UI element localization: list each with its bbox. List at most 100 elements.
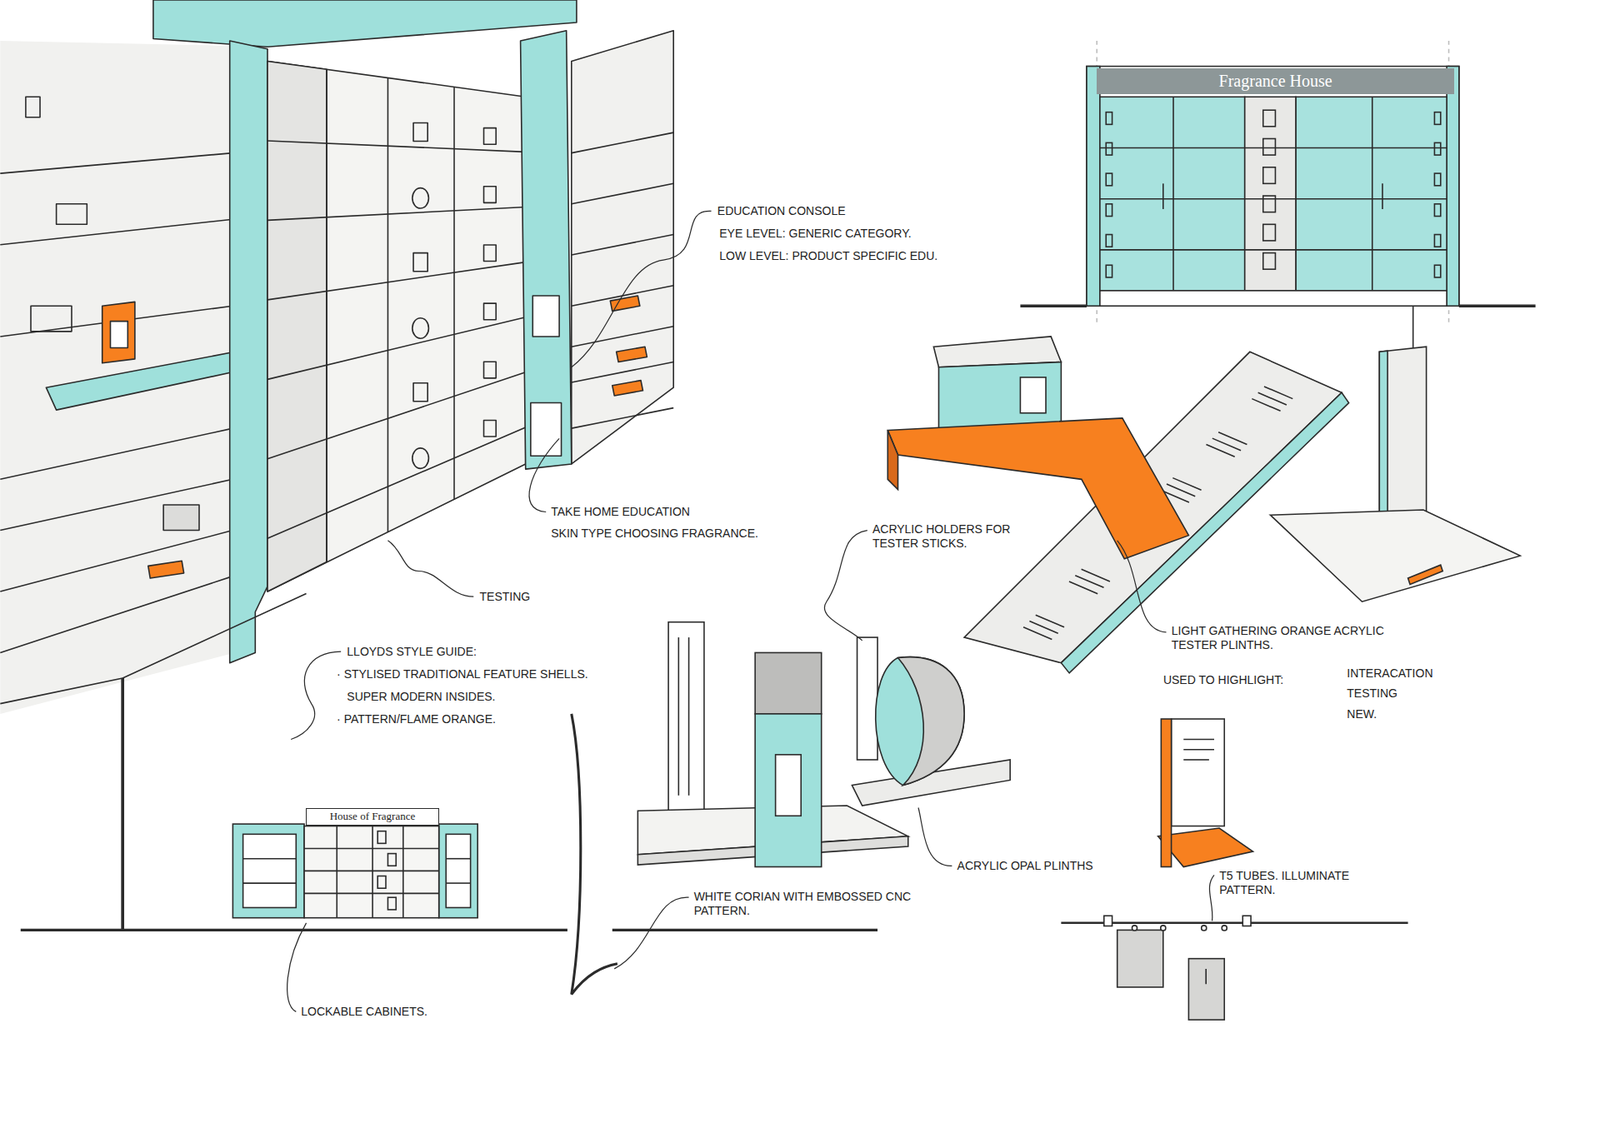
- sketch-rect: [56, 204, 88, 225]
- sketch-path: [614, 897, 689, 970]
- sketch-line: [1100, 198, 1447, 200]
- sketch-polygon: [1379, 350, 1388, 530]
- sketch-line: [0, 428, 233, 480]
- sketch-circle: [1160, 925, 1166, 931]
- sketch-line: [122, 593, 306, 679]
- sketch-line: [120, 678, 125, 930]
- sign-band: House of Fragrance: [305, 808, 439, 826]
- annotation-note: INTERACATION: [1346, 666, 1433, 681]
- sketch-rect: [1100, 96, 1245, 291]
- elevation-top-right: [1020, 40, 1535, 350]
- sketch-path: [571, 714, 618, 995]
- sketch-rect: [1104, 915, 1113, 926]
- sketch-polygon: [148, 560, 185, 579]
- annotation-note: SKIN TYPE CHOOSING FRAGRANCE.: [550, 526, 759, 541]
- sketch-rect: [1020, 377, 1046, 414]
- sketch-line: [1183, 759, 1210, 761]
- sketch-line: [20, 929, 568, 932]
- sketch-line: [243, 858, 297, 860]
- sketch-line: [571, 183, 674, 204]
- sketch-g: [1105, 110, 1441, 278]
- annotation-note: T5 TUBES. ILLUMINATE PATTERN.: [1219, 869, 1383, 898]
- sketch-polygon: [571, 30, 674, 465]
- sketch-line: [0, 576, 233, 654]
- sketch-polygon: [230, 40, 268, 664]
- sketch-rect: [413, 123, 428, 142]
- sketch-polygon: [45, 351, 237, 410]
- sketch-path: [287, 923, 307, 1012]
- sketch-line: [335, 826, 338, 919]
- annotation-note: LLOYDS STYLE GUIDE:: [346, 645, 477, 660]
- sketch-ellipse: [412, 188, 430, 209]
- sign-band: Fragrance House: [1096, 68, 1455, 95]
- sketch-line: [571, 326, 674, 347]
- sketch-rect: [387, 897, 396, 910]
- annotation-note: LOCKABLE CABINETS.: [300, 1005, 428, 1020]
- sketch-rect: [1263, 138, 1276, 155]
- sign-text: House of Fragrance: [330, 810, 416, 824]
- sketch-rect: [1105, 265, 1112, 278]
- leader-lines: [287, 210, 1215, 1012]
- sketch-rect: [1100, 290, 1447, 306]
- sketch-rect: [530, 403, 562, 457]
- sketch-line: [571, 362, 674, 383]
- sketch-line: [1162, 183, 1165, 210]
- sketch-polygon: [1158, 828, 1254, 868]
- sketch-rect: [1242, 915, 1251, 926]
- annotation-note: EYE LEVEL: GENERIC CATEGORY.: [719, 226, 911, 241]
- sketch-path: [918, 808, 952, 867]
- sketch-polygon: [153, 0, 577, 47]
- sketch-rect: [1263, 195, 1276, 213]
- sketch-rect: [1263, 253, 1276, 270]
- sketch-line: [402, 826, 405, 919]
- sketch-line: [1205, 969, 1207, 985]
- annotation-note: · PATTERN/FLAME ORANGE.: [336, 712, 496, 727]
- sketch-polygon: [612, 380, 644, 396]
- sketch-circle: [1131, 925, 1137, 931]
- sketch-rect: [1105, 142, 1112, 155]
- sketch-polygon: [267, 60, 526, 592]
- sketch-line: [571, 235, 674, 255]
- sketch-rect: [243, 834, 297, 908]
- sketch-line: [1100, 249, 1447, 251]
- sketch-rect: [484, 128, 497, 145]
- sketch-rect: [1086, 66, 1100, 307]
- sketch-rect: [1105, 204, 1112, 217]
- sketch-path: [875, 657, 965, 786]
- sketch-rect: [1188, 959, 1225, 1020]
- sketch-rect: [439, 824, 479, 919]
- sketch-rect: [304, 826, 440, 919]
- sketch-line: [1081, 569, 1110, 582]
- sketch-line: [1459, 304, 1536, 308]
- sketch-line: [571, 132, 674, 153]
- sketch-rect: [1105, 235, 1112, 248]
- sketch-line: [1172, 96, 1175, 291]
- sketch-line: [371, 826, 374, 919]
- sketch-rect: [484, 303, 497, 320]
- sketch-line: [1218, 432, 1247, 445]
- sketch-rect: [532, 295, 560, 337]
- sketch-rect: [1160, 719, 1171, 867]
- annotation-note: TESTING: [1346, 686, 1398, 701]
- sketch-line: [1264, 386, 1293, 400]
- sketch-rect: [413, 383, 428, 402]
- annotation-note: ACRYLIC OPAL PLINTHS: [957, 859, 1094, 874]
- annotation-note: TAKE HOME EDUCATION: [550, 505, 690, 520]
- annotation-note: USED TO HIGHLIGHT:: [1163, 673, 1284, 688]
- sketch-rect: [775, 755, 802, 816]
- sketch-line: [1371, 96, 1374, 291]
- sketch-line: [304, 870, 440, 873]
- sketch-rect: [484, 186, 497, 204]
- sketch-rect: [484, 361, 497, 379]
- sketch-line: [571, 408, 674, 429]
- small-tester-unit: [1158, 719, 1254, 867]
- sketch-rect: [484, 245, 497, 262]
- sketch-polygon: [1379, 346, 1426, 530]
- sketch-rect: [110, 321, 128, 349]
- sketch-path: [824, 530, 867, 641]
- sketch-rect: [445, 834, 470, 908]
- sketch-line: [243, 882, 297, 885]
- sketch-line: [267, 206, 526, 220]
